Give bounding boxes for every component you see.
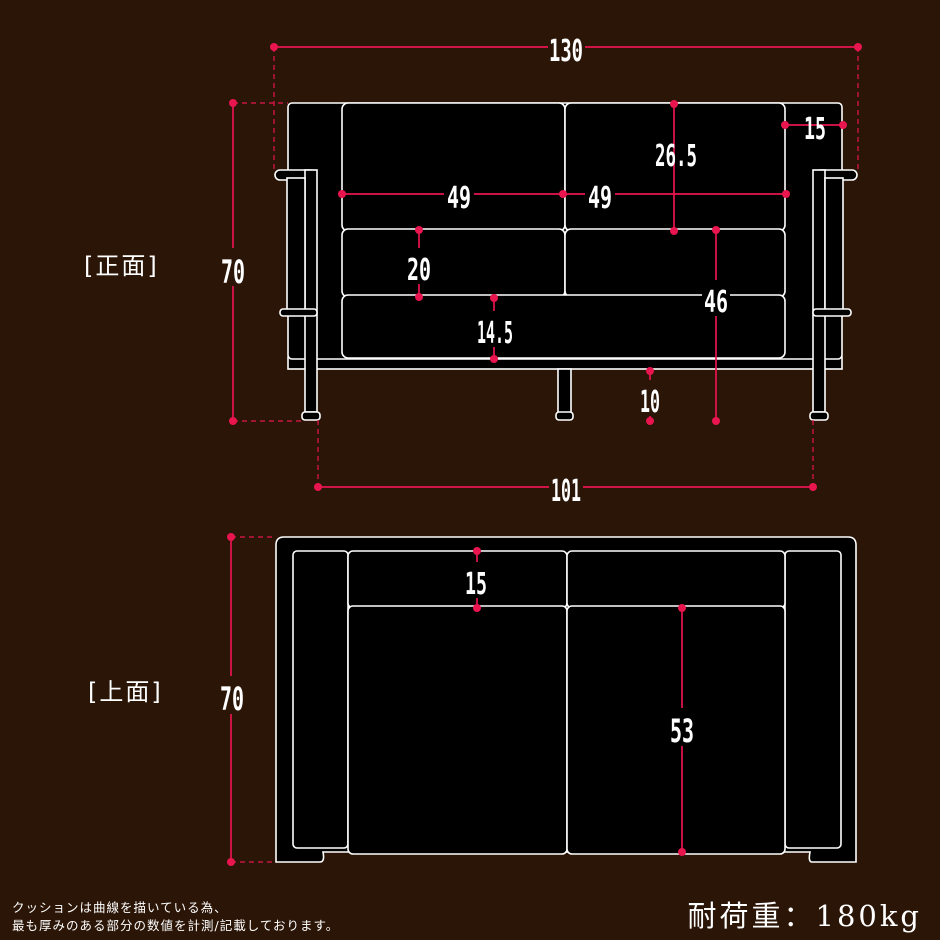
front-left-arm-bar [286, 177, 306, 311]
top-seat-cushion-left [347, 605, 568, 855]
dim-seat-height: 46 [704, 285, 728, 320]
dim-overall-width: 130 [549, 34, 583, 69]
front-right-arm-post [812, 169, 826, 413]
front-left-foot [301, 411, 321, 421]
dim-leg-height: 10 [640, 385, 660, 420]
dim-seat-front-height: 14.5 [477, 316, 513, 351]
front-view-label: [正面] [84, 252, 159, 280]
dim-seat-width-right: 49 [588, 181, 612, 216]
front-view [274, 102, 858, 421]
front-mid-cushion-left [341, 228, 566, 298]
dim-leg-span: 101 [551, 474, 581, 509]
dim-arm-width: 15 [804, 112, 826, 147]
front-mid-cushion-right [564, 228, 786, 298]
dim-seat-depth: 53 [670, 712, 694, 750]
front-right-foot [809, 411, 829, 421]
dim-height-front: 70 [221, 253, 245, 291]
dim-depth-top: 70 [220, 680, 244, 718]
dim-back-depth-top: 15 [465, 567, 487, 602]
dim-cushion-height: 20 [407, 253, 431, 288]
front-center-leg [557, 368, 572, 415]
front-right-arm-rail [812, 308, 852, 317]
front-left-arm-post [304, 169, 318, 413]
top-back-cushion-right [566, 550, 786, 609]
top-view [275, 536, 857, 863]
dim-back-height: 26.5 [655, 139, 697, 174]
top-left-arm [292, 550, 349, 849]
dimension-labels: 130 70 15 26.5 49 49 20 14.5 46 10 101 7… [218, 29, 826, 750]
dim-seat-width-left: 49 [447, 181, 471, 216]
front-left-arm-rail [279, 308, 318, 317]
front-center-foot [555, 411, 574, 421]
load-capacity: 耐荷重：180kg [687, 899, 922, 933]
note-line-1: クッションは曲線を描いている為、 [12, 900, 228, 915]
front-right-arm-bar [824, 177, 844, 311]
front-seat-cushion [341, 294, 786, 359]
top-right-arm [784, 550, 842, 849]
top-back-cushion-left [347, 550, 568, 609]
note-line-2: 最も厚みのある部分の数値を計測/記載しております。 [12, 918, 340, 933]
top-view-label: [上面] [88, 678, 163, 706]
